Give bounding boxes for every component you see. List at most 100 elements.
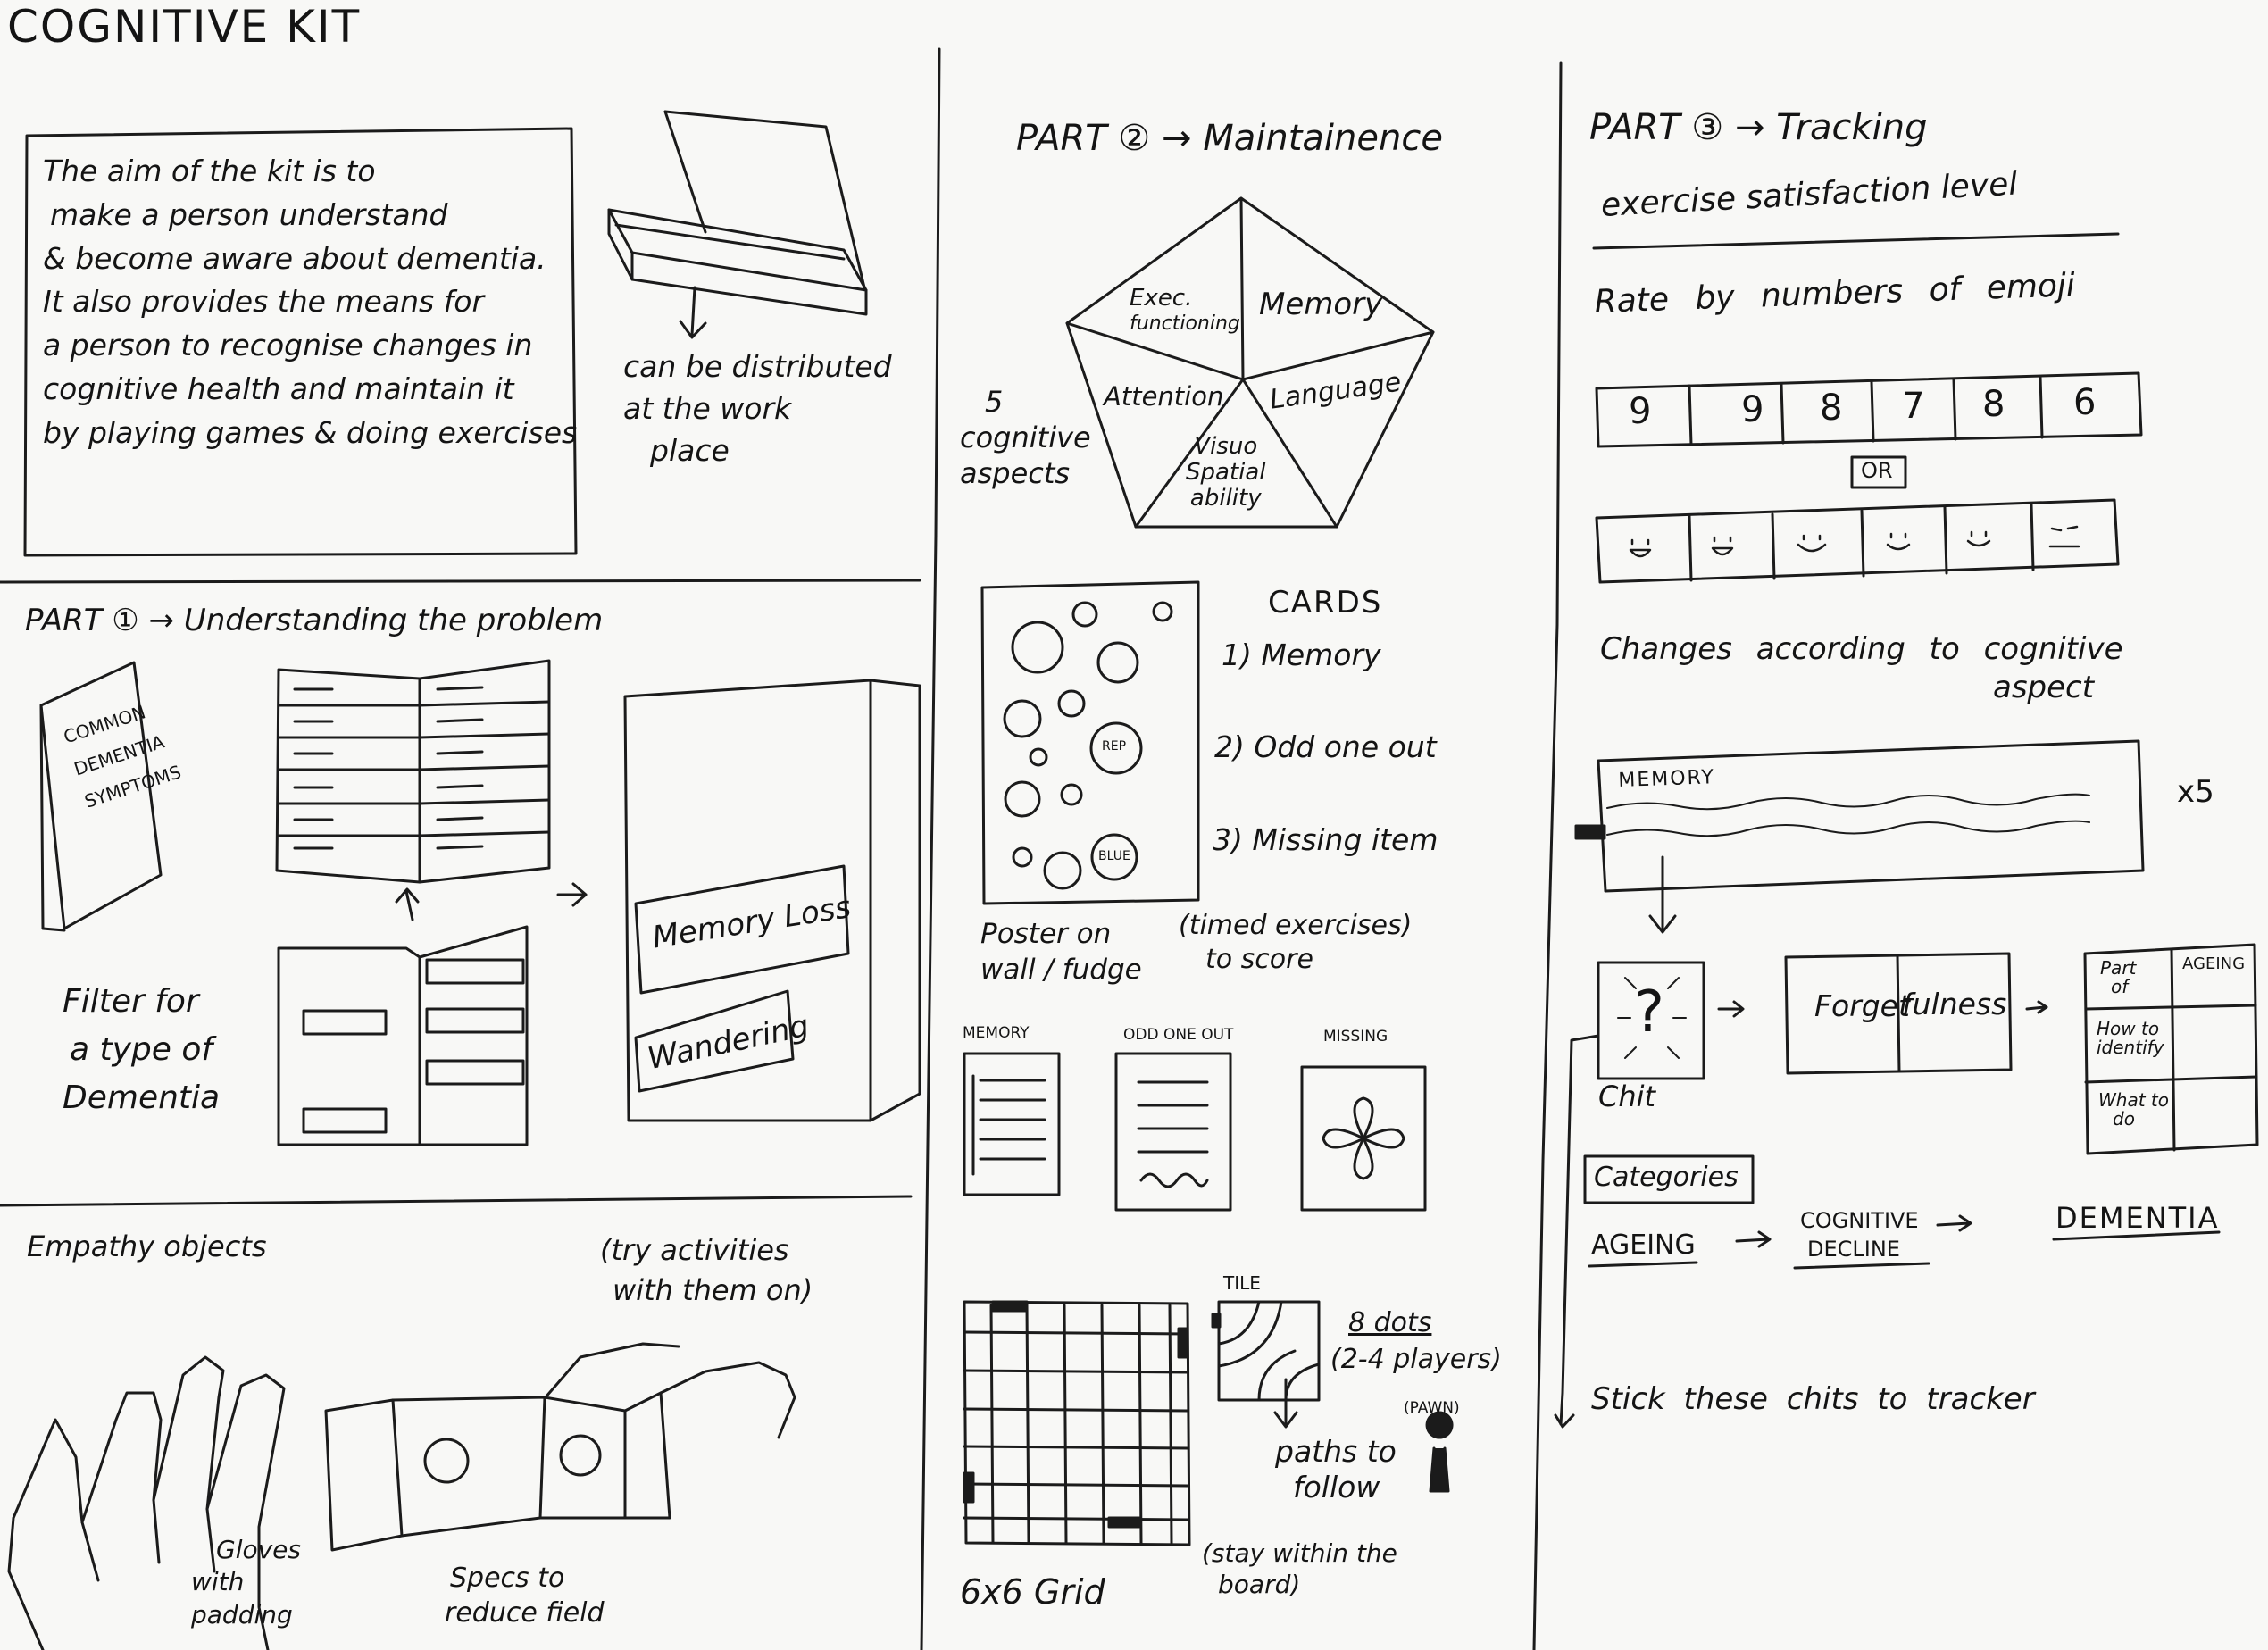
category-arrow-2 — [1938, 1216, 1971, 1230]
category-ageing: AGEING — [1591, 1230, 1696, 1262]
categories-label: Categories — [1594, 1162, 1739, 1194]
table-row-how-to-identify: How to identify — [2097, 1020, 2164, 1057]
intro-line: It also provides the means for — [43, 280, 577, 324]
timed-note-line: to score — [1205, 943, 1412, 977]
stick-note: Stick these chits to tracker — [1591, 1382, 2035, 1417]
chit-label: Chit — [1598, 1080, 1655, 1113]
tile-drawing — [1213, 1302, 1319, 1400]
aspects-label: 5 cognitive aspects — [960, 384, 1091, 491]
score-value: 8 — [1820, 388, 1842, 429]
box-arrow — [680, 288, 705, 338]
changes-note: Changes according to cognitive aspect — [1600, 630, 2123, 706]
card-label-odd-one-out: ODD ONE OUT — [1123, 1027, 1233, 1045]
box-note-line: can be distributed — [623, 346, 892, 388]
filter-note-line: Filter for — [63, 978, 220, 1026]
intro-line: The aim of the kit is to — [43, 150, 577, 194]
gloves-label-line: padding — [191, 1599, 301, 1631]
filter-arrow — [396, 889, 418, 920]
page-title: COGNITIVE KIT — [7, 2, 361, 54]
memory-strip-label: MEMORY — [1618, 766, 1715, 792]
divider-top-section — [0, 580, 920, 582]
result-arrow — [558, 884, 586, 905]
emoji-strip — [1597, 500, 2118, 582]
card-item-memory: 1) Memory — [1222, 638, 1381, 672]
pawn-icon — [1427, 1412, 1452, 1491]
card-item-odd-one-out: 2) Odd one out — [1214, 730, 1437, 764]
category-arrow-1 — [1737, 1232, 1770, 1246]
box-note-line: place — [650, 430, 892, 472]
board-note-line: board) — [1218, 1569, 1397, 1600]
card-arrow — [2027, 1002, 2047, 1012]
part2-heading: PART ② → Maintainence — [1016, 118, 1443, 159]
poster-drawing — [982, 582, 1198, 904]
part1-heading: PART ① → Understanding the problem — [25, 604, 603, 638]
aspects-label-line: cognitive — [960, 420, 1091, 455]
empathy-note-line: with them on) — [613, 1271, 813, 1311]
gloves-label-line: Gloves — [216, 1534, 301, 1566]
memory-strip — [1576, 741, 2143, 891]
category-cognitive: COGNITIVE — [1800, 1209, 1919, 1234]
score-value: 9 — [1629, 391, 1651, 432]
specs-drawing — [326, 1344, 795, 1550]
poster-circle-blue: BLUE — [1098, 849, 1130, 863]
intro-line: & become aware about dementia. — [43, 238, 577, 281]
table-cell-line: What to — [2098, 1091, 2169, 1110]
specs-label-line: reduce field — [445, 1596, 605, 1630]
or-label: OR — [1861, 459, 1893, 484]
aspect-executive: Exec. functioning — [1130, 286, 1240, 335]
table-cell-line: Part — [2100, 959, 2136, 978]
intro-line: cognitive health and maintain it — [43, 368, 577, 412]
divider-left-column — [921, 49, 939, 1650]
empathy-heading: Empathy objects — [27, 1230, 267, 1263]
tile-label: TILE — [1223, 1273, 1261, 1294]
score-value: 6 — [2073, 382, 2096, 423]
aspect-memory: Memory — [1259, 288, 1382, 322]
aspects-label-line: aspects — [960, 455, 1091, 491]
aspect-line: functioning — [1130, 312, 1240, 335]
memory-card — [964, 1054, 1059, 1195]
cards-title: CARDS — [1268, 586, 1382, 621]
board-note: (stay within the board) — [1202, 1538, 1397, 1600]
paths-note: paths to follow — [1275, 1434, 1397, 1504]
specs-label: Specs to reduce field — [445, 1561, 605, 1630]
table-header-ageing: AGEING — [2182, 955, 2245, 974]
box-note: can be distributed at the work place — [623, 346, 892, 472]
part3-underline — [1594, 234, 2118, 248]
table-cell-line: of — [2111, 978, 2136, 996]
specs-label-line: Specs to — [450, 1561, 605, 1596]
changes-note-line: aspect — [1993, 669, 2123, 707]
timed-note: (timed exercises) to score — [1179, 909, 1412, 976]
table-cell-line: identify — [2097, 1038, 2164, 1057]
paths-note-line: paths to — [1275, 1434, 1397, 1470]
aspect-visuo-spatial: Visuo Spatial ability — [1186, 434, 1266, 512]
missing-item-card — [1302, 1067, 1425, 1210]
table-row-part-of: Part of — [2100, 959, 2136, 996]
changes-note-line: Changes according to cognitive — [1600, 630, 2123, 669]
divider-right-column — [1534, 62, 1561, 1650]
dots-note-line: (2-4 players) — [1330, 1342, 1502, 1379]
intro-line: make a person understand — [50, 194, 577, 238]
pawn-label: (PAWN) — [1404, 1400, 1460, 1418]
dots-note-line: 8 dots — [1348, 1305, 1502, 1342]
aspects-label-line: 5 — [985, 384, 1091, 420]
intro-text: The aim of the kit is to make a person u… — [43, 150, 577, 455]
odd-one-out-card — [1116, 1054, 1230, 1210]
empathy-note: (try activities with them on) — [600, 1230, 813, 1311]
open-list-booklet — [277, 661, 549, 882]
poster-note-line: wall / fudge — [980, 952, 1142, 988]
aspect-line: Spatial — [1186, 460, 1266, 486]
timed-note-line: (timed exercises) — [1179, 909, 1412, 943]
filter-booklet — [279, 927, 527, 1145]
forgetfulness-left: Forget — [1814, 989, 1910, 1023]
gloves-label: Gloves with padding — [191, 1534, 301, 1631]
aspect-attention: Attention — [1104, 382, 1223, 412]
table-cell-line: do — [2113, 1110, 2169, 1129]
category-decline: DECLINE — [1807, 1238, 1900, 1262]
tile-arrow — [1275, 1379, 1297, 1427]
poster-circle-rep: REP — [1102, 739, 1126, 754]
score-value: 7 — [1902, 386, 1924, 427]
game-grid — [964, 1302, 1189, 1545]
poster-note-line: Poster on — [980, 916, 1142, 952]
aspect-line: ability — [1186, 486, 1266, 512]
chit-arrow — [1719, 1002, 1743, 1016]
